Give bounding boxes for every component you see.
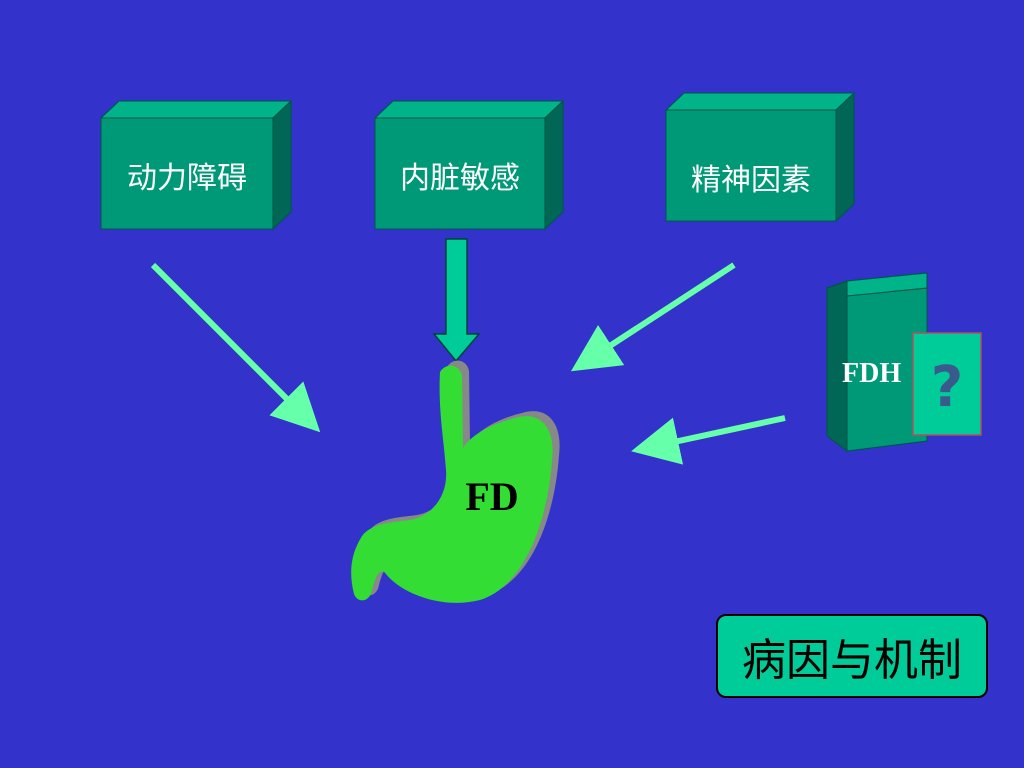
arrow-motility	[150, 262, 321, 433]
fd-label: FD	[465, 474, 518, 519]
factor-box-motility: 动力障碍	[99, 99, 293, 231]
arrow-visceral	[432, 238, 481, 363]
stomach-icon: FD	[351, 360, 560, 603]
factor-box-psych: 精神因素	[664, 91, 856, 223]
factor-label-visceral: 内脏敏感	[400, 161, 520, 196]
factor-label-motility: 动力障碍	[127, 161, 247, 196]
arrow-fdh	[631, 415, 786, 465]
question-card: ?	[912, 332, 982, 436]
factor-label-psych: 精神因素	[691, 163, 811, 198]
arrow-psych	[570, 262, 736, 372]
factor-box-visceral: 内脏敏感	[373, 99, 565, 231]
title-badge: 病因与机制	[716, 614, 988, 698]
fdh-box: FDH	[826, 272, 928, 452]
fdh-label: FDH	[842, 358, 901, 389]
question-mark-icon: ?	[931, 355, 963, 420]
